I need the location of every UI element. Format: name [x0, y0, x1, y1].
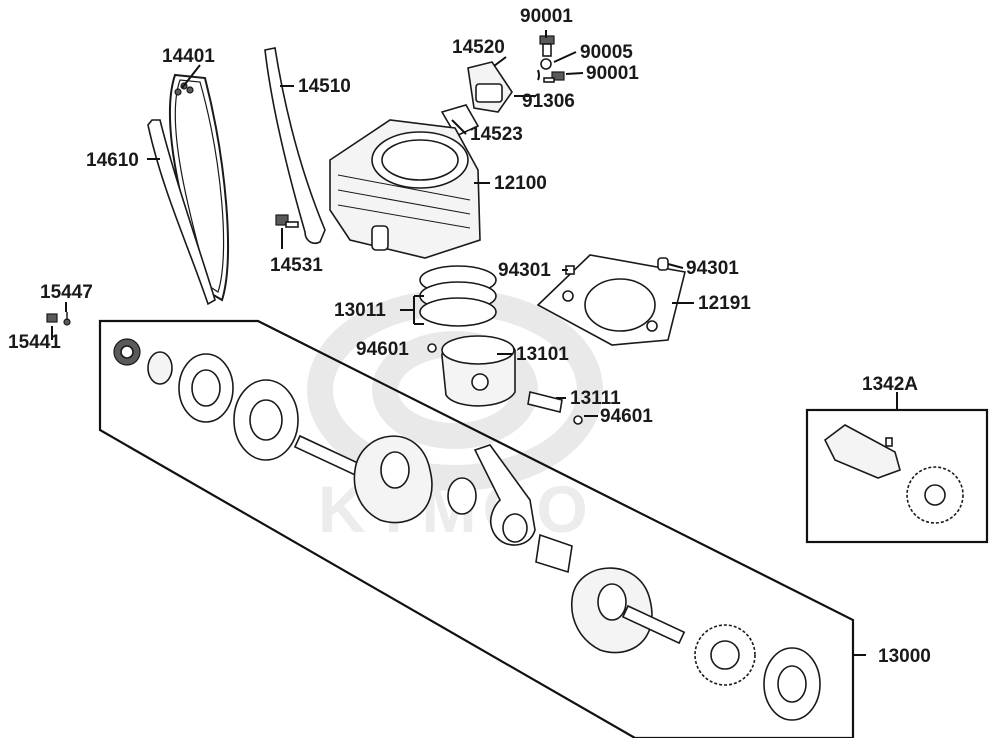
crank-web-left — [293, 434, 433, 524]
label-14531: 14531 — [270, 255, 323, 276]
drive-gear — [694, 624, 756, 686]
oil-seal — [233, 379, 299, 461]
crank-web-right — [570, 567, 686, 654]
label-14510: 14510 — [298, 76, 351, 97]
label-1342A: 1342A — [862, 374, 918, 395]
label-90005: 90005 — [580, 42, 633, 63]
cylinder-block — [329, 119, 481, 259]
timing-sprocket — [113, 338, 141, 366]
balancer-group-frame — [805, 408, 989, 544]
label-91306: 91306 — [522, 91, 575, 112]
label-94301-left: 94301 — [498, 260, 551, 281]
oil-bolt-washer — [46, 312, 71, 326]
tensioner-slipper — [264, 47, 326, 245]
label-12100: 12100 — [494, 173, 547, 194]
piston — [441, 335, 516, 407]
leader-lines — [51, 30, 694, 417]
piston-rings — [419, 265, 497, 327]
label-14520: 14520 — [452, 37, 505, 58]
label-13111: 13111 — [570, 388, 621, 409]
small-end-bearing — [447, 477, 477, 515]
cam-chain-tensioner — [467, 61, 513, 113]
piston-pin — [527, 391, 563, 413]
label-94601-right: 94601 — [600, 406, 653, 427]
label-13011: 13011 — [334, 300, 386, 321]
label-94601-left: 94601 — [356, 339, 409, 360]
slipper-bolt — [275, 214, 299, 228]
bearing-left — [178, 353, 234, 423]
balancer-shaft — [823, 424, 964, 524]
dowel-pin-right — [657, 257, 669, 271]
label-13101: 13101 — [516, 344, 569, 365]
label-90001-bottom: 90001 — [586, 63, 639, 84]
label-90001-top: 90001 — [520, 6, 573, 27]
label-94301-right: 94301 — [686, 258, 739, 279]
label-14401: 14401 — [162, 46, 215, 67]
label-15441: 15441 — [8, 332, 61, 353]
chain-guide — [147, 119, 216, 306]
connecting-rod — [473, 444, 536, 546]
crank-pin — [535, 533, 573, 574]
label-14523: 14523 — [470, 124, 523, 145]
label-12191: 12191 — [698, 293, 751, 314]
piston-pin-clip-left — [427, 343, 437, 353]
spacer-gear — [147, 351, 173, 385]
cylinder-gasket — [536, 254, 686, 346]
label-14610: 14610 — [86, 150, 139, 171]
crankshaft-group-frame — [98, 319, 855, 738]
bearing-right — [763, 647, 821, 721]
label-15447: 15447 — [40, 282, 93, 303]
piston-pin-clip-right — [573, 415, 583, 425]
label-13000: 13000 — [878, 646, 931, 667]
